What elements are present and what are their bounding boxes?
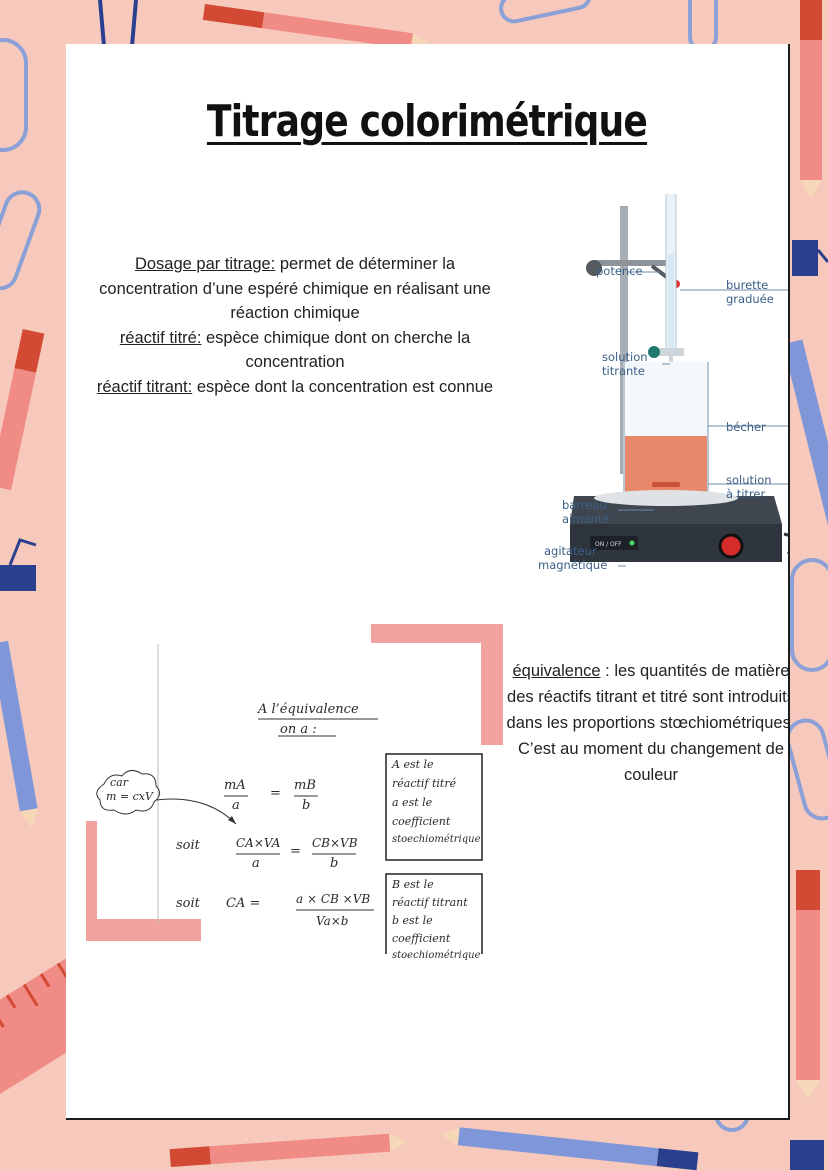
eq3-num: a × CB ×VB xyxy=(296,892,371,906)
notes-drawing xyxy=(86,624,503,954)
label-agitateur-2: magnétique xyxy=(538,558,608,572)
label-becher: bécher xyxy=(726,420,766,434)
equivalence-block: équivalence : les quantités de matière d… xyxy=(506,658,790,788)
pencil-icon xyxy=(796,870,820,1100)
term-dosage: Dosage par titrage: xyxy=(134,255,276,273)
page-title: Titrage colorimétrique xyxy=(206,96,648,147)
term-equivalence: équivalence xyxy=(512,662,601,680)
label-burette-1: burette xyxy=(726,278,769,292)
titration-apparatus-icon: ON / OFF xyxy=(570,181,788,567)
term-reactif-titre: réactif titré: xyxy=(119,328,202,347)
pencil-icon xyxy=(782,339,828,539)
eq2-left-num: CA×VA xyxy=(236,836,281,850)
worksheet-page: Titrage colorimétrique Dosage par titrag… xyxy=(66,44,790,1120)
box2-line: b est le xyxy=(392,914,433,927)
text-dosage: permet de déterminer la concentration d’… xyxy=(99,255,491,322)
pencil-icon xyxy=(0,329,45,491)
label-burette-2: graduée xyxy=(726,292,774,306)
eq2-eq: = xyxy=(290,844,301,859)
text-reactif-titre: espèce chimique dont on cherche la conce… xyxy=(201,328,471,372)
box1-line: réactif titré xyxy=(392,777,457,790)
text-equivalence: : les quantités de matière des réactifs … xyxy=(506,662,790,784)
definitions-block: Dosage par titrage: permet de déterminer… xyxy=(90,252,500,399)
eq3-den: Va×b xyxy=(316,914,349,928)
label-solution-a-titrer-1: solution xyxy=(726,473,772,487)
label-barreau-1: barreau xyxy=(562,498,607,512)
eq1-eq: = xyxy=(270,786,281,801)
term-reactif-titrant: réactif titrant: xyxy=(96,377,193,396)
pencil-icon xyxy=(800,0,822,198)
switch-label: ON / OFF xyxy=(595,541,622,548)
eq2-left-den: a xyxy=(252,856,260,871)
box1-line: stoechiométrique xyxy=(392,834,481,845)
box2-line: B est le xyxy=(392,878,434,891)
label-solution-titrante-1: solution xyxy=(602,350,648,364)
handwritten-notes: A l’équivalence on a : car m = cxV mA a … xyxy=(86,624,506,961)
box2-line: coefficient xyxy=(392,932,451,945)
eq2-right-num: CB×VB xyxy=(312,836,358,850)
soit-1: soit xyxy=(176,838,200,853)
binder-clip-icon xyxy=(0,538,37,591)
box1-line: A est le xyxy=(392,758,434,771)
eq3-left: CA = xyxy=(226,896,261,911)
box1-line: a est le xyxy=(392,796,433,809)
label-solution-a-titrer-2: à titrer xyxy=(726,487,766,501)
label-agitateur-1: agitateur xyxy=(544,544,597,558)
pencil-icon xyxy=(0,640,38,828)
notes-heading-2: on a : xyxy=(280,722,317,737)
pencil-icon xyxy=(440,1127,699,1171)
eq1-right-num: mB xyxy=(294,778,316,793)
label-potence: potence xyxy=(596,264,643,278)
binder-clip-icon xyxy=(790,240,828,1170)
titration-diagram: ON / OFF potence burette graduée solutio… xyxy=(476,181,788,574)
label-solution-titrante-2: titrante xyxy=(602,364,645,378)
box2-line: réactif titrant xyxy=(392,896,468,909)
soit-2: soit xyxy=(176,896,200,911)
text-reactif-titrant: espèce dont la concentration est connue xyxy=(192,377,494,396)
eq1-left-num: mA xyxy=(224,778,246,793)
notes-car-1: car xyxy=(110,776,128,789)
box1-line: coefficient xyxy=(392,815,451,828)
label-barreau-2: aimanté xyxy=(562,512,610,526)
pencil-icon xyxy=(169,1133,408,1168)
eq1-left-den: a xyxy=(232,798,240,813)
notes-car-2: m = cxV xyxy=(106,790,153,803)
eq2-right-den: b xyxy=(330,856,339,871)
notes-heading-1: A l’équivalence xyxy=(258,702,359,717)
box2-line: stoechiométrique xyxy=(392,950,481,961)
eq1-right-den: b xyxy=(302,798,311,813)
